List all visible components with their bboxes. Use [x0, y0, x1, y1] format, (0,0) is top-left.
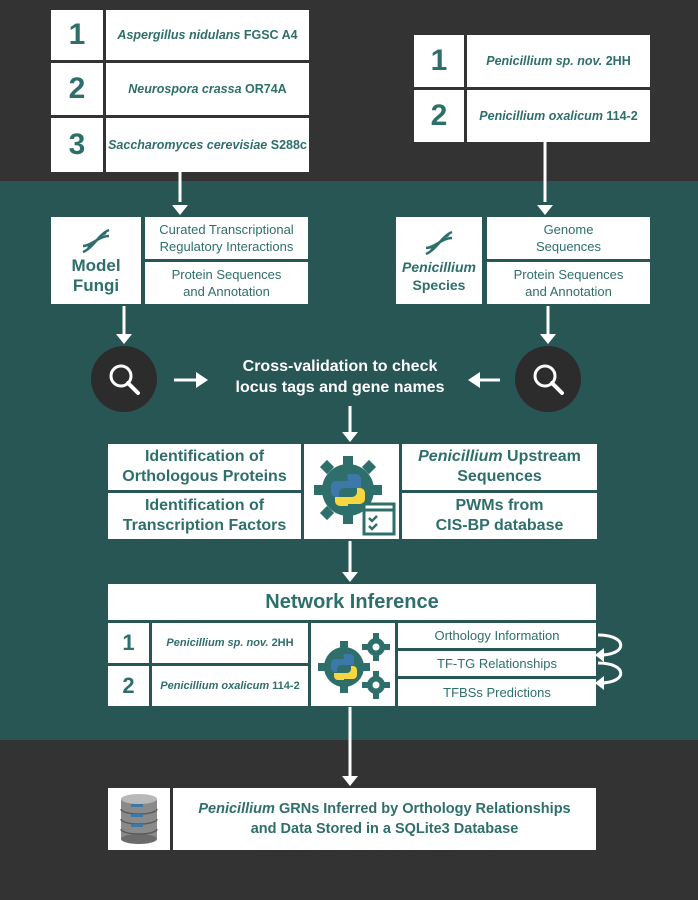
penicillium-num-1: 1 — [414, 35, 464, 87]
network-inference-title: Network Inference — [108, 584, 596, 620]
target-num-1: 1 — [108, 623, 149, 663]
database-icon — [120, 794, 158, 844]
evidence-orthology: Orthology Information — [398, 623, 596, 648]
search-check-right — [515, 346, 581, 412]
target-num-2: 2 — [108, 666, 149, 706]
dna-icon — [425, 230, 453, 255]
target-organism-2: Penicillium oxalicum 114-2 — [152, 666, 308, 706]
fungi-organism-1: Aspergillus nidulans FGSC A4 — [106, 10, 309, 60]
fungi-organism-2: Neurospora crassa OR74A — [106, 63, 309, 115]
network-engine-box — [311, 623, 395, 706]
fungi-num-2: 2 — [51, 63, 103, 115]
dna-icon — [82, 228, 110, 253]
output-grn-box: Penicillium GRNs Inferred by Orthology R… — [173, 788, 596, 850]
magnifier-icon — [533, 364, 564, 395]
penicillium-organism-1: Penicillium sp. nov. 2HH — [467, 35, 650, 87]
penicillium-num-2: 2 — [414, 90, 464, 142]
python-gear-icon — [313, 455, 395, 535]
fungi-num-3: 3 — [51, 118, 103, 172]
target-organism-1: Penicillium sp. nov. 2HH — [152, 623, 308, 663]
python-processing-box — [304, 444, 399, 539]
search-check-left — [91, 346, 157, 412]
loop-arrow-1 — [597, 633, 623, 657]
fungi-num-1: 1 — [51, 10, 103, 60]
fungi-organism-3: Saccharomyces cerevisiae S288c — [106, 118, 309, 172]
evidence-tfbs: TFBSs Predictions — [398, 679, 596, 706]
penicillium-organism-2: Penicillium oxalicum 114-2 — [467, 90, 650, 142]
magnifier-icon — [109, 364, 140, 395]
loop-arrow-2 — [597, 661, 623, 685]
python-gears-icon — [318, 632, 390, 699]
database-box — [108, 788, 170, 850]
evidence-tf-tg: TF-TG Relationships — [398, 651, 596, 676]
